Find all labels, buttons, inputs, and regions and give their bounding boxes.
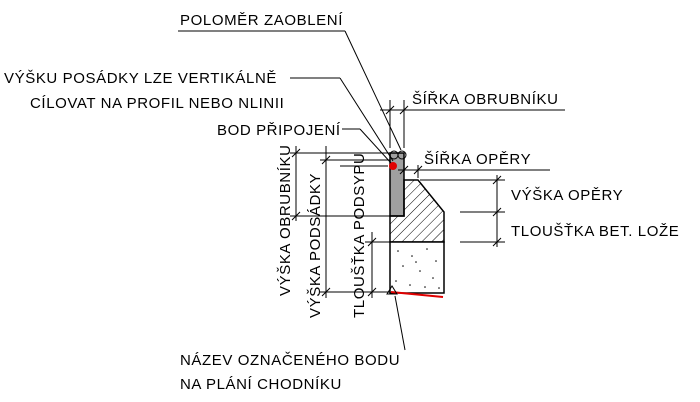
label-note-line2: CÍLOVAT NA PROFIL NEBO NLINII [30,95,284,112]
marked-point-triangle [386,285,398,295]
label-attach-point: BOD PŘIPOJENÍ [217,122,341,139]
base-layer [389,241,445,294]
cross-section [386,150,445,298]
label-support-height: VÝŠKA OPĚRY [511,187,623,204]
label-note-line1: VÝŠKU POSÁDKY LZE VERTIKÁLNĚ [4,70,277,87]
label-fillet-radius: POLOMĚR ZAOBLENÍ [180,12,343,29]
leader-lines [178,30,406,351]
label-base-thickness: TLOUŠŤKA PODSYPU [351,153,368,318]
label-curb-height: VÝŠKA OBRUBNÍKU [277,144,294,296]
dim-right-heights [420,175,505,247]
attach-point-marker [389,162,397,170]
label-bed-thickness: TLOUŠŤKA BET. LOŽE [511,223,679,240]
label-seat-height: VÝŠKA PODSÁDKY [307,173,324,318]
label-support-width: ŠÍŘKA OPĚRY [424,151,531,168]
label-curb-width: ŠÍŘKA OBRUBNÍKU [412,91,559,108]
dim-curb-width [380,100,565,148]
base-layer-dots [395,248,440,289]
label-point-name-line2: NA PLÁNÍ CHODNÍKU [180,376,342,393]
pavement-edge-line [390,291,444,298]
dim-left-heights [290,146,390,298]
fillet-right-circle [397,150,407,160]
dim-support-width [398,165,550,178]
label-point-name-line1: NÁZEV OZNAČENÉHO BODU [180,352,400,369]
